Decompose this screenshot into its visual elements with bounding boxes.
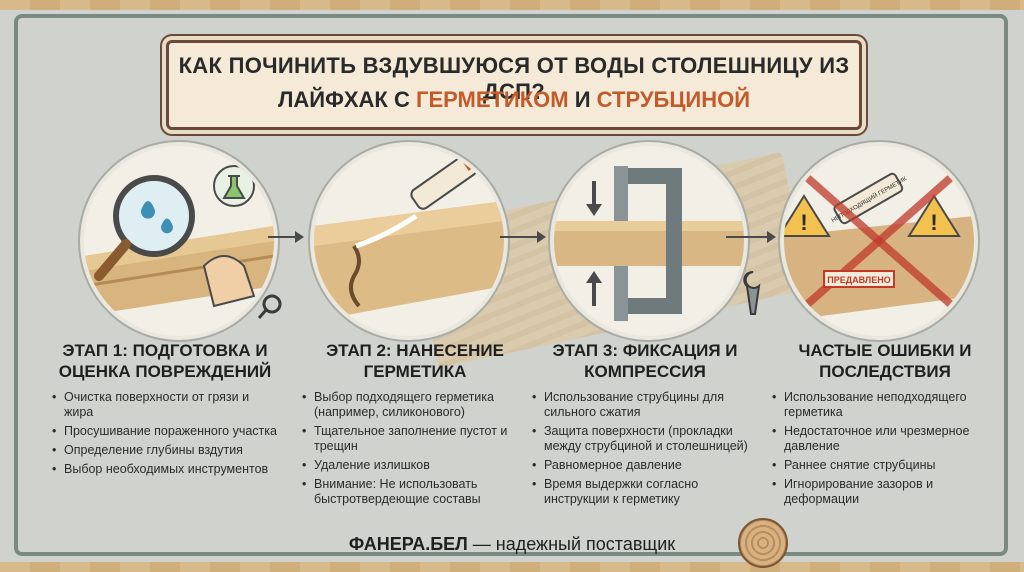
arrow-1-to-2 bbox=[268, 231, 304, 243]
list-item: Определение глубины вздутия bbox=[52, 443, 280, 458]
warning-icon-2 bbox=[907, 194, 961, 237]
list-item: Внимание: Не использовать быстротвердеющ… bbox=[302, 477, 530, 507]
outer-frame bbox=[14, 14, 1008, 556]
stage-1-block: ЭТАП 1: ПОДГОТОВКА И ОЦЕНКА ПОВРЕЖДЕНИЙ … bbox=[50, 340, 280, 481]
stage-2-heading: ЭТАП 2: НАНЕСЕНИЕ ГЕРМЕТИКА bbox=[326, 341, 504, 381]
title-accent-clamp: СТРУБЦИНОЙ bbox=[596, 87, 751, 112]
sealant-illustration bbox=[314, 151, 504, 321]
wrench-icon bbox=[743, 270, 761, 315]
footer-tagline: — надежный поставщик bbox=[467, 534, 676, 554]
stage-2-block: ЭТАП 2: НАНЕСЕНИЕ ГЕРМЕТИКА Выбор подход… bbox=[300, 340, 530, 511]
title-line-1: КАК ПОЧИНИТЬ ВЗДУВШУЮСЯ ОТ ВОДЫ СТОЛЕШНИ… bbox=[178, 53, 850, 104]
list-item: Использование струбцины для сильного сжа… bbox=[532, 390, 760, 420]
stage-1-list: Очистка поверхности от грязи и жира Прос… bbox=[50, 390, 280, 477]
list-item: Удаление излишков bbox=[302, 458, 530, 473]
arrow-2-to-3 bbox=[500, 231, 546, 243]
top-wood-strip bbox=[0, 0, 1024, 10]
title-banner: КАК ПОЧИНИТЬ ВЗДУВШУЮСЯ ОТ ВОДЫ СТОЛЕШНИ… bbox=[166, 40, 862, 130]
title-mid: И bbox=[568, 87, 597, 112]
list-item: Очистка поверхности от грязи и жира bbox=[52, 390, 280, 420]
inspection-illustration bbox=[84, 165, 274, 316]
stage-2-list: Выбор подходящего герметика (например, с… bbox=[300, 390, 530, 507]
clamp-illustration bbox=[554, 166, 744, 321]
brand-name: ФАНЕРА.БЕЛ bbox=[348, 534, 468, 554]
water-drop-icon bbox=[141, 201, 155, 219]
stage-3-block: ЭТАП 3: ФИКСАЦИЯ И КОМПРЕССИЯ Использова… bbox=[530, 340, 760, 511]
wrong-sealant-tube-icon bbox=[833, 172, 904, 225]
overpressed-stamp bbox=[823, 270, 895, 288]
stage-2-illustration bbox=[310, 142, 508, 340]
arrow-3-to-4 bbox=[726, 231, 776, 243]
stage-1-heading: ЭТАП 1: ПОДГОТОВКА И ОЦЕНКА ПОВРЕЖДЕНИЙ bbox=[58, 341, 272, 381]
svg-text:НЕПОДХОДЯЩИЙ ГЕРМЕТИК: НЕПОДХОДЯЩИЙ ГЕРМЕТИК bbox=[830, 174, 909, 224]
sealant-tube-icon bbox=[410, 154, 478, 210]
list-item: Тщательное заполнение пустот и трещин bbox=[302, 424, 530, 454]
stage-3-list: Использование струбцины для сильного сжа… bbox=[530, 390, 760, 507]
mistakes-block: ЧАСТЫЕ ОШИБКИ И ПОСЛЕДСТВИЯ Использовани… bbox=[770, 340, 1000, 511]
footer: ФАНЕРА.БЕЛ — надежный поставщик bbox=[0, 534, 1024, 555]
small-magnifier-icon bbox=[257, 294, 282, 319]
stage-1-illustration bbox=[80, 142, 278, 340]
stage-3-heading: ЭТАП 3: ФИКСАЦИЯ И КОМПРЕССИЯ bbox=[552, 341, 738, 381]
magnifier-icon bbox=[113, 175, 195, 257]
list-item: Недостаточное или чрезмерное давление bbox=[772, 424, 1000, 454]
bottom-wood-strip bbox=[0, 562, 1024, 572]
list-item: Использование неподходящего герметика bbox=[772, 390, 1000, 420]
list-item: Игнорирование зазоров и деформации bbox=[772, 477, 1000, 507]
stage-3-illustration bbox=[550, 142, 748, 340]
mistakes-illustration: ! ! НЕПОДХОДЯЩИЙ ГЕРМЕТИК ПРЕДАВЛЕНО bbox=[780, 142, 978, 340]
wood-logo-icon bbox=[738, 518, 788, 568]
list-item: Выбор подходящего герметика (например, с… bbox=[302, 390, 530, 420]
svg-text:!: ! bbox=[930, 210, 937, 235]
title-prefix: ЛАЙФХАК С bbox=[277, 87, 416, 112]
list-item: Раннее снятие струбцины bbox=[772, 458, 1000, 473]
mistakes-list: Использование неподходящего герметика Не… bbox=[770, 390, 1000, 507]
clamp-icon bbox=[614, 168, 682, 314]
list-item: Время выдержки согласно инструкции к гер… bbox=[532, 477, 760, 507]
title-accent-sealant: ГЕРМЕТИКОМ bbox=[415, 87, 569, 112]
list-item: Защита поверхности (прокладки между стру… bbox=[532, 424, 760, 454]
list-item: Равномерное давление bbox=[532, 458, 760, 473]
title-line-2: ЛАЙФХАК С ГЕРМЕТИКОМ И СТРУБЦИНОЙ bbox=[169, 87, 859, 113]
arrow-up-icon bbox=[586, 271, 602, 283]
warning-icon bbox=[784, 194, 831, 237]
list-item: Просушивание пораженного участка bbox=[52, 424, 280, 439]
svg-text:!: ! bbox=[800, 210, 807, 235]
svg-text:ПРЕДАВЛЕНО: ПРЕДАВЛЕНО bbox=[827, 275, 890, 285]
mistakes-heading: ЧАСТЫЕ ОШИБКИ И ПОСЛЕДСТВИЯ bbox=[798, 341, 972, 381]
list-item: Выбор необходимых инструментов bbox=[52, 462, 280, 477]
arrow-down-icon bbox=[586, 204, 602, 216]
